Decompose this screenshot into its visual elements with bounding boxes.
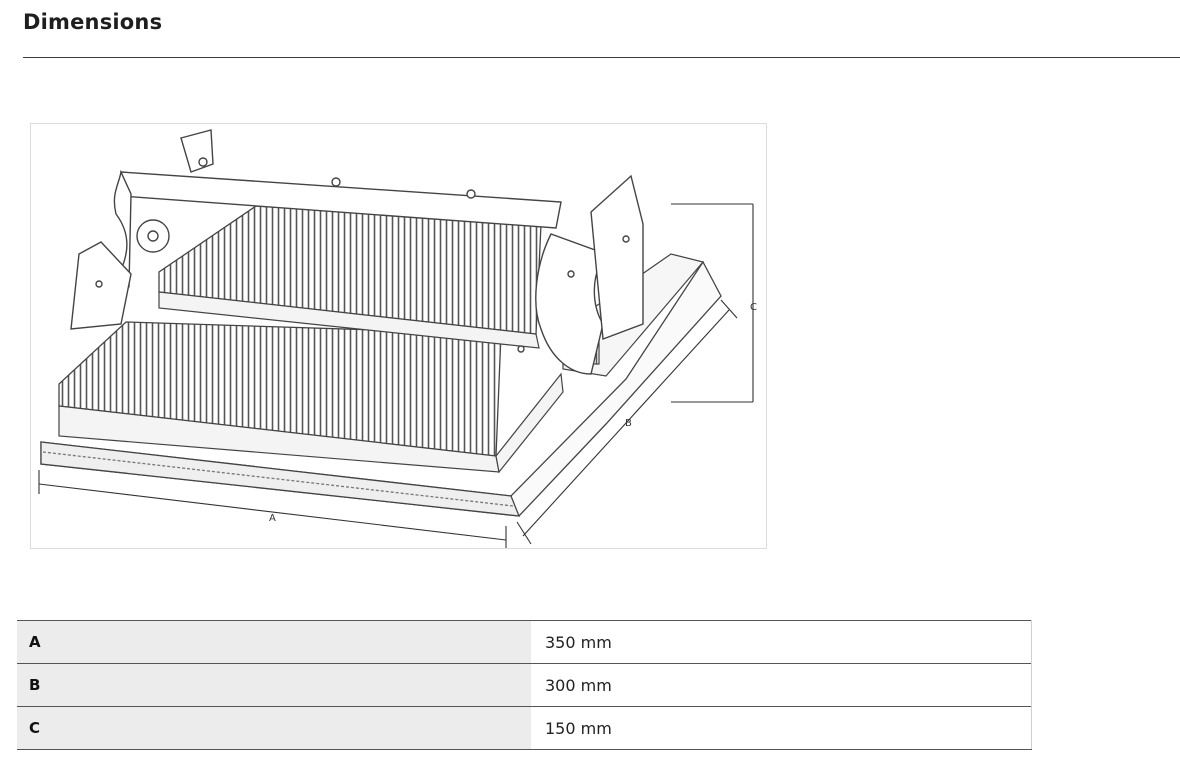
title-divider bbox=[23, 57, 1180, 58]
page-title: Dimensions bbox=[23, 10, 163, 34]
dimension-value: 300 mm bbox=[531, 663, 1032, 707]
lower-heatsink bbox=[58, 321, 564, 474]
dimension-key: B bbox=[17, 663, 531, 707]
dimension-label-c: C bbox=[750, 302, 757, 313]
dimension-value: 350 mm bbox=[531, 620, 1032, 664]
base-plate bbox=[40, 260, 722, 517]
dimension-label-a: A bbox=[269, 513, 276, 524]
mounting-bracket bbox=[70, 129, 644, 375]
table-row: C 150 mm bbox=[17, 706, 1032, 750]
dimension-drawing: A B C bbox=[30, 123, 767, 549]
dimension-key: C bbox=[17, 706, 531, 750]
table-row: A 350 mm bbox=[17, 620, 1032, 664]
table-row: B 300 mm bbox=[17, 663, 1032, 707]
dimension-value: 150 mm bbox=[531, 706, 1032, 750]
dimension-key: A bbox=[17, 620, 531, 664]
upper-heatsink bbox=[158, 205, 542, 349]
dimension-lines bbox=[38, 203, 754, 548]
dimensions-table: A 350 mm B 300 mm C 150 mm bbox=[17, 620, 1032, 750]
dimension-label-b: B bbox=[625, 418, 632, 429]
luminaire-line-drawing: A B C bbox=[38, 129, 757, 548]
